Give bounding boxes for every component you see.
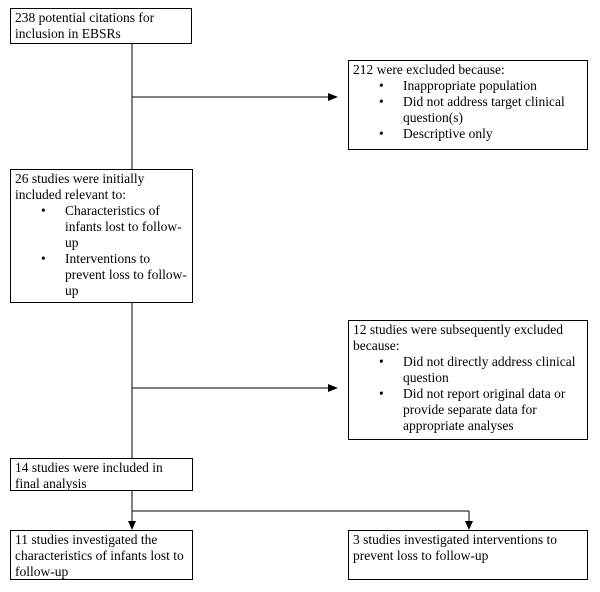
excluded-first-heading: 212 were excluded because:: [353, 62, 505, 77]
initial-box: 26 studies were initially included relev…: [10, 169, 193, 303]
excluded-second-heading: 12 studies were subsequently excluded be…: [353, 322, 563, 353]
initial-topics-list: Characteristics of infants lost to follo…: [15, 203, 188, 299]
list-item: Did not address target clinical question…: [379, 94, 583, 126]
final-analysis-text: 14 studies were included in final analys…: [15, 460, 163, 491]
excluded-second-list: Did not directly address clinical questi…: [353, 354, 583, 434]
interventions-text: 3 studies investigated interventions to …: [353, 532, 557, 563]
list-item: Did not directly address clinical questi…: [379, 354, 583, 386]
arrowhead-characteristics: [128, 521, 136, 530]
characteristics-text: 11 studies investigated the characterist…: [15, 532, 184, 579]
list-item: Descriptive only: [379, 126, 583, 142]
excluded-second-box: 12 studies were subsequently excluded be…: [348, 320, 588, 440]
interventions-box: 3 studies investigated interventions to …: [348, 530, 588, 580]
arrowhead-interventions: [465, 521, 473, 530]
excluded-first-box: 212 were excluded because: Inappropriate…: [348, 60, 588, 150]
arrowhead-excluded-first: [328, 93, 338, 101]
list-item: Did not report original data or provide …: [379, 386, 583, 434]
citations-box: 238 potential citations for inclusion in…: [10, 8, 192, 44]
excluded-first-list: Inappropriate population Did not address…: [353, 78, 583, 142]
initial-heading: 26 studies were initially included relev…: [15, 171, 145, 202]
final-analysis-box: 14 studies were included in final analys…: [10, 458, 193, 491]
list-item: Inappropriate population: [379, 78, 583, 94]
list-item: Characteristics of infants lost to follo…: [41, 203, 188, 251]
citations-text: 238 potential citations for inclusion in…: [15, 10, 155, 41]
characteristics-box: 11 studies investigated the characterist…: [10, 530, 193, 580]
arrowhead-excluded-second: [328, 384, 338, 392]
list-item: Interventions to prevent loss to follow-…: [41, 251, 188, 299]
